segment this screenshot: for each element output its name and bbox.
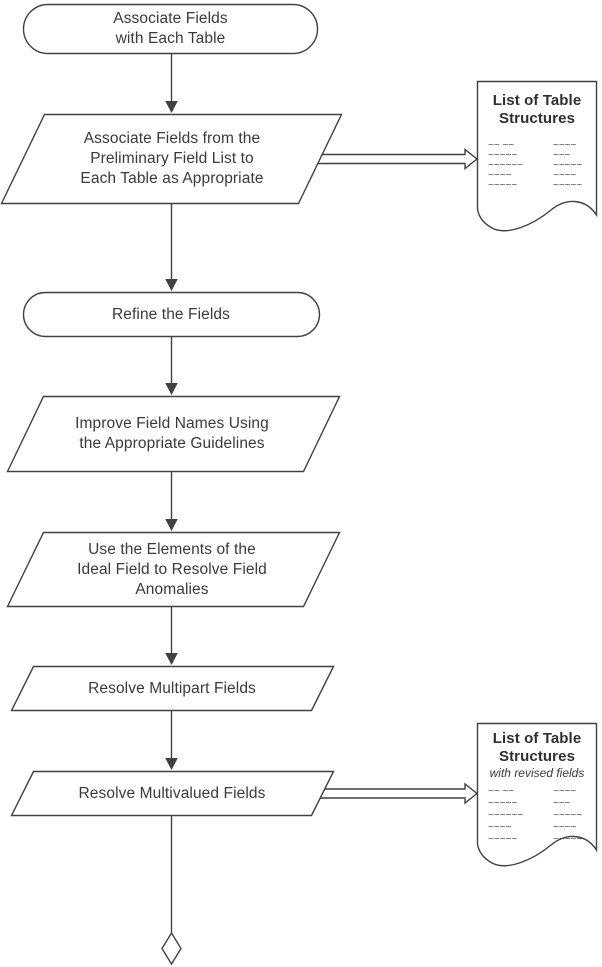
parallelogram-improve-names-label: Improve Field Names Using the Appropriat… (75, 415, 269, 452)
document-2-left-lines: ~~ ~~ ~~~~~ ~~~~~~ ~~~~ ~~~~~ (488, 786, 524, 845)
parallelogram-multivalued-shape (10, 770, 335, 817)
terminator-refine-fields-label: Refine the Fields (111, 305, 230, 323)
document-1-right-lines: ~~~~ ~~~ ~~~~~ ~~~~ ~~~~~ (553, 140, 583, 191)
document-1-left-lines: ~~ ~~ ~~~~~ ~~~~~~ ~~~~ ~~~~~ (488, 140, 524, 191)
document-2-title: List of Table Structures (492, 730, 582, 765)
output-arrow-to-doc1 (311, 148, 479, 170)
parallelogram-multipart-shape (10, 665, 335, 712)
flow-arrowhead-1 (165, 101, 178, 113)
document-2-subtitle: with revised fields (489, 766, 585, 780)
parallelogram-associate-fields-shape (0, 113, 343, 205)
parallelogram-ideal-field-shape (6, 531, 341, 608)
output-arrow-to-doc2 (311, 782, 479, 805)
document-shape-1 (476, 80, 598, 232)
flow-arrowhead-3 (165, 383, 178, 395)
flow-arrowhead-5 (165, 653, 178, 665)
terminator-refine-fields-shape (22, 291, 321, 338)
document-2-right-lines: ~~~~ ~~~ ~~~~~ ~~~~ ~~~~~ (553, 786, 583, 845)
parallelogram-multipart-label: Resolve Multipart Fields (88, 679, 256, 697)
flow-arrowhead-2 (165, 279, 178, 291)
terminator-associate-fields-label: Associate Fields with Each Table (113, 10, 228, 47)
terminator-associate-fields-shape (22, 3, 319, 55)
flow-arrowhead-6 (165, 758, 178, 770)
parallelogram-ideal-field-label: Use the Elements of the Ideal Field to R… (77, 540, 267, 598)
document-shape-2 (476, 722, 598, 867)
flow-arrowhead-4 (165, 519, 178, 531)
parallelogram-improve-names-shape (6, 395, 341, 473)
parallelogram-associate-fields-label: Associate Fields from the Preliminary Fi… (80, 130, 264, 187)
document-1-title: List of Table Structures (492, 92, 582, 127)
parallelogram-multivalued-label: Resolve Multivalued Fields (78, 784, 266, 802)
off-page-diamond (161, 931, 182, 966)
